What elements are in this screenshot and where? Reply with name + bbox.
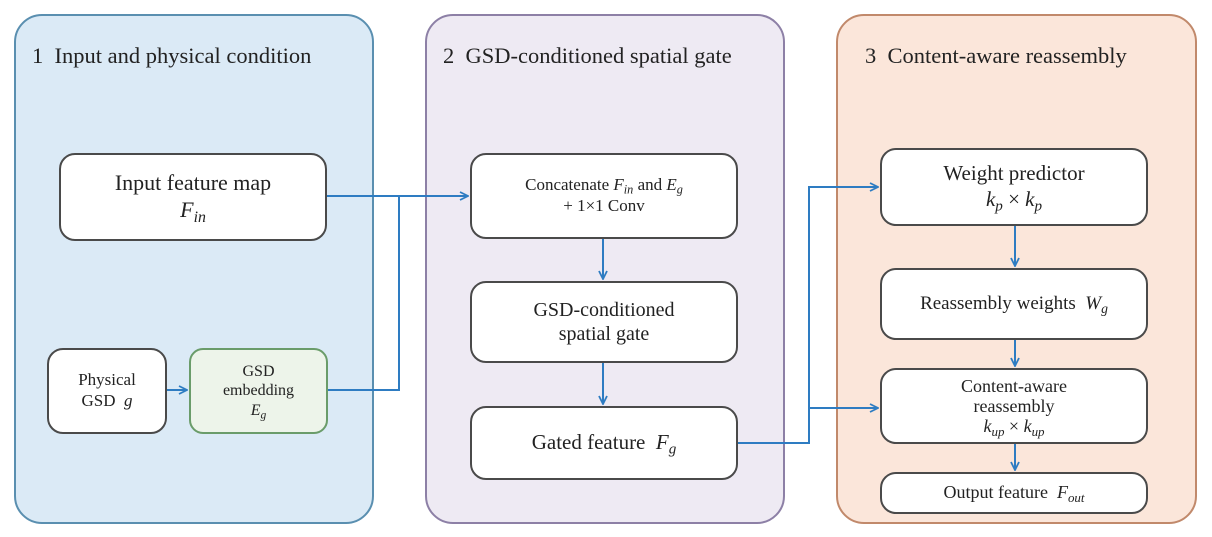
gate-line1: GSD-conditioned bbox=[533, 298, 675, 321]
content-aware-reassembly-box: Content-aware reassembly kup × kup bbox=[880, 368, 1148, 444]
gated-feature-box: Gated feature Fg bbox=[470, 406, 738, 480]
content-aware-line2: reassembly bbox=[973, 395, 1055, 416]
arrow-embedding-to-concat bbox=[328, 196, 400, 391]
gsd-embedding-line2: embedding bbox=[222, 382, 295, 400]
concatenate-line1: Concatenate Fin and Eg bbox=[525, 175, 683, 197]
panel-3-title-text: Content-aware reassembly bbox=[887, 43, 1127, 68]
gate-line2: spatial gate bbox=[558, 323, 650, 345]
panel-1-title-text: Input and physical condition bbox=[54, 43, 312, 68]
physical-gsd-line2: GSD g bbox=[81, 391, 133, 410]
panel-input-physical-condition: 1 Input and physical condition bbox=[14, 14, 374, 524]
gsd-embedding-line1: GSD bbox=[242, 362, 275, 380]
panel-2-title-text: GSD-conditioned spatial gate bbox=[465, 43, 732, 68]
panel-3-title: 3 Content-aware reassembly bbox=[865, 43, 1127, 69]
physical-gsd-box: Physical GSD g bbox=[47, 348, 167, 434]
reassembly-weights-label: Reassembly weights Wg bbox=[920, 293, 1108, 317]
gsd-embedding-box: GSD embedding Eg bbox=[189, 348, 328, 434]
panel-2-number: 2 bbox=[443, 43, 455, 68]
reassembly-weights-box: Reassembly weights Wg bbox=[880, 268, 1148, 340]
weight-predictor-box: Weight predictor kp × kp bbox=[880, 148, 1148, 226]
input-feature-map-box: Input feature map Fin bbox=[59, 153, 327, 241]
arrow-gated-to-weight-predictor bbox=[738, 187, 878, 444]
weight-predictor-label: Weight predictor bbox=[943, 161, 1085, 186]
content-aware-size: kup × kup bbox=[983, 416, 1045, 439]
concatenate-line2: + 1×1 Conv bbox=[563, 196, 645, 215]
gsd-spatial-gate-box: GSD-conditioned spatial gate bbox=[470, 281, 738, 363]
panel-1-title: 1 Input and physical condition bbox=[32, 43, 311, 69]
gated-feature-label: Gated feature Fg bbox=[531, 430, 677, 458]
content-aware-line1: Content-aware bbox=[961, 375, 1067, 396]
input-feature-map-label: Input feature map bbox=[114, 170, 272, 196]
panel-1-number: 1 bbox=[32, 43, 44, 68]
output-feature-box: Output feature Fout bbox=[880, 472, 1148, 514]
weight-predictor-size: kp × kp bbox=[985, 187, 1043, 215]
panel-3-number: 3 bbox=[865, 43, 877, 68]
gsd-embedding-symbol: Eg bbox=[250, 401, 267, 422]
output-feature-label: Output feature Fout bbox=[943, 482, 1085, 505]
physical-gsd-line1: Physical bbox=[78, 370, 136, 390]
panel-2-title: 2 GSD-conditioned spatial gate bbox=[443, 43, 732, 69]
concatenate-box: Concatenate Fin and Eg + 1×1 Conv bbox=[470, 153, 738, 239]
input-feature-map-symbol: Fin bbox=[180, 197, 206, 226]
